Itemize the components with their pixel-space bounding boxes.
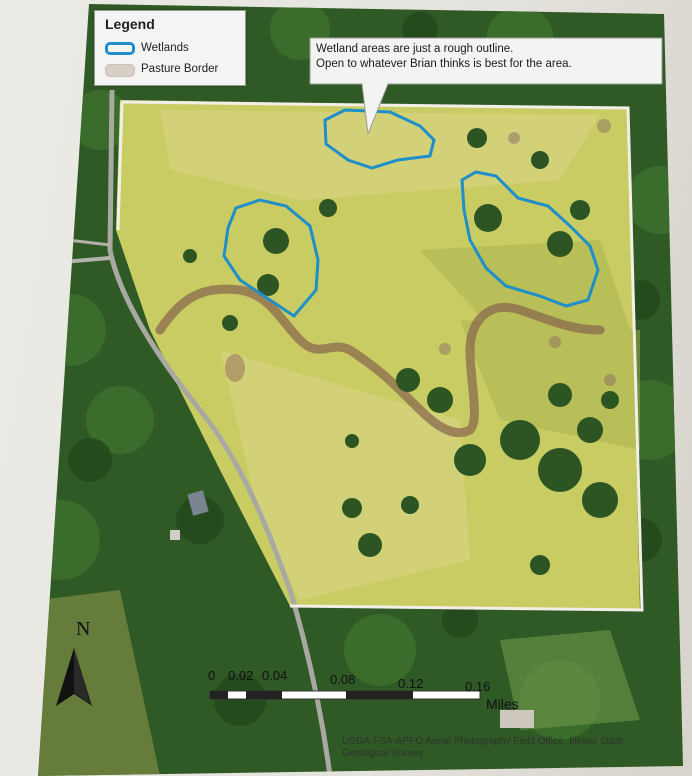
wetland-outline-west bbox=[222, 198, 320, 318]
scale-bar bbox=[209, 690, 481, 700]
legend-label-pasture-border: Pasture Border bbox=[141, 63, 219, 75]
legend-title: Legend bbox=[105, 16, 155, 32]
road bbox=[107, 89, 333, 776]
callout-note: Wetland areas are just a rough outline. … bbox=[316, 42, 656, 72]
wetlands-swatch bbox=[105, 42, 135, 55]
scale-tick-label: 0.16 bbox=[465, 679, 491, 694]
scale-tick-label: 0.02 bbox=[228, 668, 254, 683]
scale-unit-label: Miles bbox=[486, 696, 519, 712]
imagery-credit: USDA-FSA-APFO Aerial Photography Field O… bbox=[342, 736, 682, 760]
north-arrow-icon bbox=[56, 648, 92, 706]
callout-line-2: Open to whatever Brian thinks is best fo… bbox=[316, 58, 572, 70]
north-label: N bbox=[76, 618, 91, 640]
wetland-outline-east bbox=[460, 170, 600, 308]
legend-label-wetlands: Wetlands bbox=[141, 42, 189, 54]
scale-tick-label: 0.04 bbox=[262, 668, 288, 683]
credit-line-1: USDA-FSA-APFO Aerial Photography Field O… bbox=[342, 736, 624, 747]
scale-tick-label: 0 bbox=[208, 668, 216, 683]
creek bbox=[155, 284, 605, 438]
callout-bubble bbox=[309, 37, 663, 135]
credit-line-2: Geological Survey bbox=[342, 748, 424, 759]
map-legend: Legend Wetlands Pasture Border bbox=[94, 10, 246, 86]
scale-tick-label: 0.08 bbox=[330, 672, 356, 687]
scale-tick-label: 0.12 bbox=[398, 676, 424, 691]
pasture-border-swatch bbox=[105, 64, 135, 77]
callout-line-1: Wetland areas are just a rough outline. bbox=[316, 43, 514, 55]
